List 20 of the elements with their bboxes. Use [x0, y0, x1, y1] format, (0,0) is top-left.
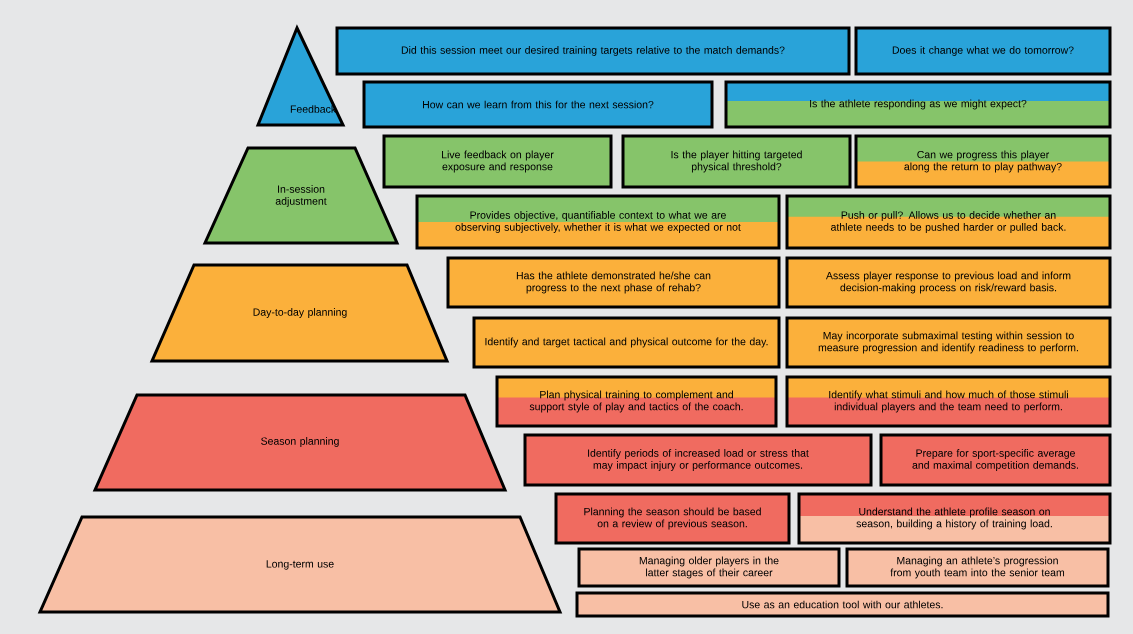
text-box: How can we learn from this for the next session?	[362, 80, 714, 129]
text-box: Identify periods of increased load or stress that may impact injury or performance outcomes.	[523, 433, 873, 487]
text-box: Identify and target tactical and physical outcome for the day.	[472, 316, 781, 369]
text-box: Planning the season should be based on a review of previous season.	[554, 492, 791, 545]
text-box: Does it change what we do tomorrow?	[854, 26, 1112, 76]
text-box: Managing older players in the latter stages of their career	[577, 547, 841, 588]
text-box: Understand the athlete profile season on season, building a history of training load.	[797, 492, 1112, 545]
text-box: Prepare for sport-specific average and maximal competition demands.	[879, 433, 1112, 487]
text-box: May incorporate submaximal testing within session to measure progression and identify readiness to perform.	[785, 316, 1112, 369]
text-box: Assess player response to previous load and inform decision-making process on risk/reward basis.	[785, 256, 1112, 309]
text-box: Provides objective, quantifiable context to what we are observing subjectively, whether it is what we expected or not	[415, 194, 781, 250]
text-box: Is the player hitting targeted physical threshold?	[621, 134, 852, 189]
text-box: Use as an education tool with our athletes.	[575, 591, 1110, 618]
text-box: Identify what stimuli and how much of those stimuli individual players and the team need to perform.	[785, 375, 1112, 428]
text-box: Managing an athlete’s progression from youth team into the senior team	[845, 547, 1110, 588]
text-box: Is the athlete responding as we might expect?	[724, 80, 1112, 129]
text-box: Live feedback on player exposure and response	[382, 134, 613, 189]
text-box: Has the athlete demonstrated he/she can progress to the next phase of rehab?	[446, 256, 781, 309]
text-box: Plan physical training to complement and support style of play and tactics of the coach.	[495, 375, 778, 428]
text-box: Can we progress this player along the return to play pathway?	[854, 134, 1112, 189]
